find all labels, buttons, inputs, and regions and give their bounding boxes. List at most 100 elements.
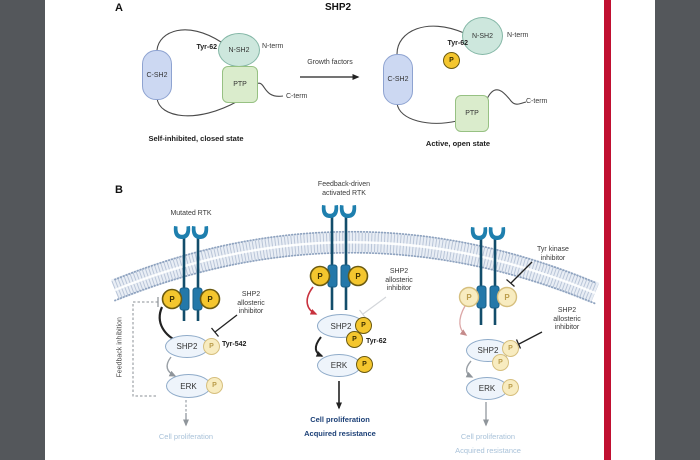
phosphate-letter: P bbox=[212, 382, 217, 389]
c-sh2-domain-open: C-SH2 bbox=[383, 54, 413, 105]
phosphate-letter: P bbox=[361, 322, 366, 329]
receptor-cup-icon bbox=[488, 227, 506, 240]
shp2-inhibitor-label-col2: SHP2 allosteric inhibitor bbox=[385, 268, 413, 293]
phosphate-letter: P bbox=[508, 345, 513, 352]
phosphate-letter: P bbox=[498, 359, 503, 366]
growth-factors-label: Growth factors bbox=[307, 59, 353, 66]
phosphate-icon bbox=[347, 265, 369, 287]
erk-node-col3: ERK bbox=[466, 377, 508, 400]
weak-activation-arrow bbox=[465, 360, 474, 378]
ptp-domain-open: PTP bbox=[455, 95, 489, 132]
red-activation-arrow bbox=[306, 286, 318, 315]
shp2-label: SHP2 bbox=[176, 342, 198, 351]
phosphate-letter: P bbox=[504, 293, 510, 302]
shp2-label: SHP2 bbox=[477, 346, 499, 355]
erk-label: ERK bbox=[330, 361, 348, 370]
panel-a-label: A bbox=[115, 2, 123, 14]
activation-arrow bbox=[314, 336, 324, 357]
c-sh2-domain-closed: C-SH2 bbox=[142, 50, 172, 100]
erk-node-col1: ERK bbox=[166, 374, 211, 398]
mutated-rtk-label: Mutated RTK bbox=[170, 210, 212, 217]
tyr62-site-label-open: Tyr-62 bbox=[447, 40, 469, 47]
ptp-label: PTP bbox=[233, 81, 247, 88]
tyr62-site-label-col2: Tyr-62 bbox=[366, 338, 387, 345]
feedback-bracket bbox=[132, 301, 158, 397]
rtk-receptor-mutated: P P bbox=[161, 226, 221, 321]
phosphate-letter: P bbox=[352, 336, 357, 343]
phosphate-letter: P bbox=[317, 272, 323, 281]
n-term-label-open: N-term bbox=[507, 32, 529, 39]
phosphate-letter: P bbox=[169, 295, 175, 304]
tyr542-site-label: Tyr-542 bbox=[222, 341, 247, 348]
outcome-col2: Cell proliferation Acquired resistance bbox=[304, 415, 376, 438]
c-sh2-label: C-SH2 bbox=[387, 76, 409, 83]
receptor-cup-icon bbox=[470, 227, 488, 240]
weak-activation-arrow bbox=[166, 356, 177, 377]
figure-page: P P P P bbox=[45, 0, 655, 460]
linker-bottom-right bbox=[396, 102, 458, 124]
erk-node-col2: ERK bbox=[317, 354, 361, 377]
panel-b-label: B bbox=[115, 184, 123, 196]
phosphate-letter: P bbox=[207, 295, 213, 304]
n-sh2-label: N-SH2 bbox=[228, 46, 250, 54]
n-sh2-domain-open: N-SH2 bbox=[462, 17, 503, 55]
receptor-cup-icon bbox=[173, 226, 191, 239]
outcome-col3: Cell proliferation Acquired resistance bbox=[455, 432, 521, 455]
col2-signaling-arrows bbox=[306, 286, 387, 410]
c-term-label-closed: C-term bbox=[286, 93, 308, 100]
phosphate-icon: P bbox=[346, 331, 363, 348]
tyr62-site-label-closed: Tyr-62 bbox=[196, 44, 218, 51]
phosphate-icon bbox=[458, 286, 480, 308]
phosphate-icon bbox=[161, 288, 183, 310]
phosphate-icon bbox=[496, 286, 518, 308]
page-accent-rule bbox=[604, 0, 611, 460]
phosphate-letter: P bbox=[362, 361, 367, 368]
shp2-inhibitor-label-col3: SHP2 allosteric inhibitor bbox=[553, 307, 581, 332]
phosphate-letter: P bbox=[508, 384, 513, 391]
c-sh2-label: C-SH2 bbox=[146, 71, 168, 79]
c-term-tail-right bbox=[486, 89, 527, 105]
phosphate-letter: P bbox=[209, 343, 214, 350]
shp2-node-col1: SHP2 bbox=[165, 335, 209, 358]
receptor-cup-icon bbox=[339, 205, 357, 218]
phosphate-icon: P bbox=[206, 377, 223, 394]
phosphate-icon: P bbox=[355, 317, 372, 334]
phosphate-letter: P bbox=[355, 272, 361, 281]
phosphate-icon: P bbox=[443, 52, 460, 69]
c-term-tail-left bbox=[255, 82, 284, 97]
receptor-cup-icon bbox=[191, 226, 209, 239]
ptp-domain-closed: PTP bbox=[222, 66, 258, 103]
feedback-rtk-label: Feedback-driven activated RTK bbox=[317, 181, 371, 197]
n-sh2-label: N-SH2 bbox=[471, 32, 493, 40]
phosphate-icon bbox=[309, 265, 331, 287]
inhibitor-line bbox=[214, 314, 238, 333]
diagram-artwork: P P P P bbox=[110, 25, 600, 427]
phosphate-icon: P bbox=[502, 340, 519, 357]
n-term-label-closed: N-term bbox=[262, 43, 284, 50]
plasma-membrane bbox=[110, 230, 600, 305]
tki-inhibitor-line bbox=[510, 261, 533, 284]
erk-label: ERK bbox=[478, 384, 496, 393]
erk-label: ERK bbox=[180, 381, 197, 391]
c-term-label-open: C-term bbox=[526, 98, 548, 105]
feedback-inhibition-label: Feedback inhibition bbox=[116, 317, 124, 378]
open-state-caption: Active, open state bbox=[425, 139, 491, 148]
figure-title: SHP2 bbox=[324, 2, 352, 13]
phosphate-icon: P bbox=[502, 379, 519, 396]
closed-state-caption: Self-inhibited, closed state bbox=[148, 134, 244, 143]
shp2-label: SHP2 bbox=[330, 321, 352, 331]
phosphate-icon: P bbox=[356, 356, 373, 373]
shp2-inhibitor-label-col1: SHP2 allosteric inhibitor bbox=[237, 291, 265, 316]
ptp-label: PTP bbox=[465, 110, 479, 117]
inhibitor-line-faded bbox=[362, 296, 387, 315]
tki-inhibition-tbar bbox=[506, 279, 515, 287]
receptor-cup-icon bbox=[321, 205, 339, 218]
phosphate-letter: P bbox=[449, 57, 454, 64]
rtk-receptor-feedback: P P bbox=[309, 205, 369, 310]
rtk-receptor-inhibited: P P bbox=[458, 227, 518, 325]
inhibitor-line bbox=[518, 331, 543, 345]
phosphate-icon bbox=[199, 288, 221, 310]
phosphate-icon: P bbox=[492, 354, 509, 371]
phosphate-icon: P bbox=[203, 338, 220, 355]
